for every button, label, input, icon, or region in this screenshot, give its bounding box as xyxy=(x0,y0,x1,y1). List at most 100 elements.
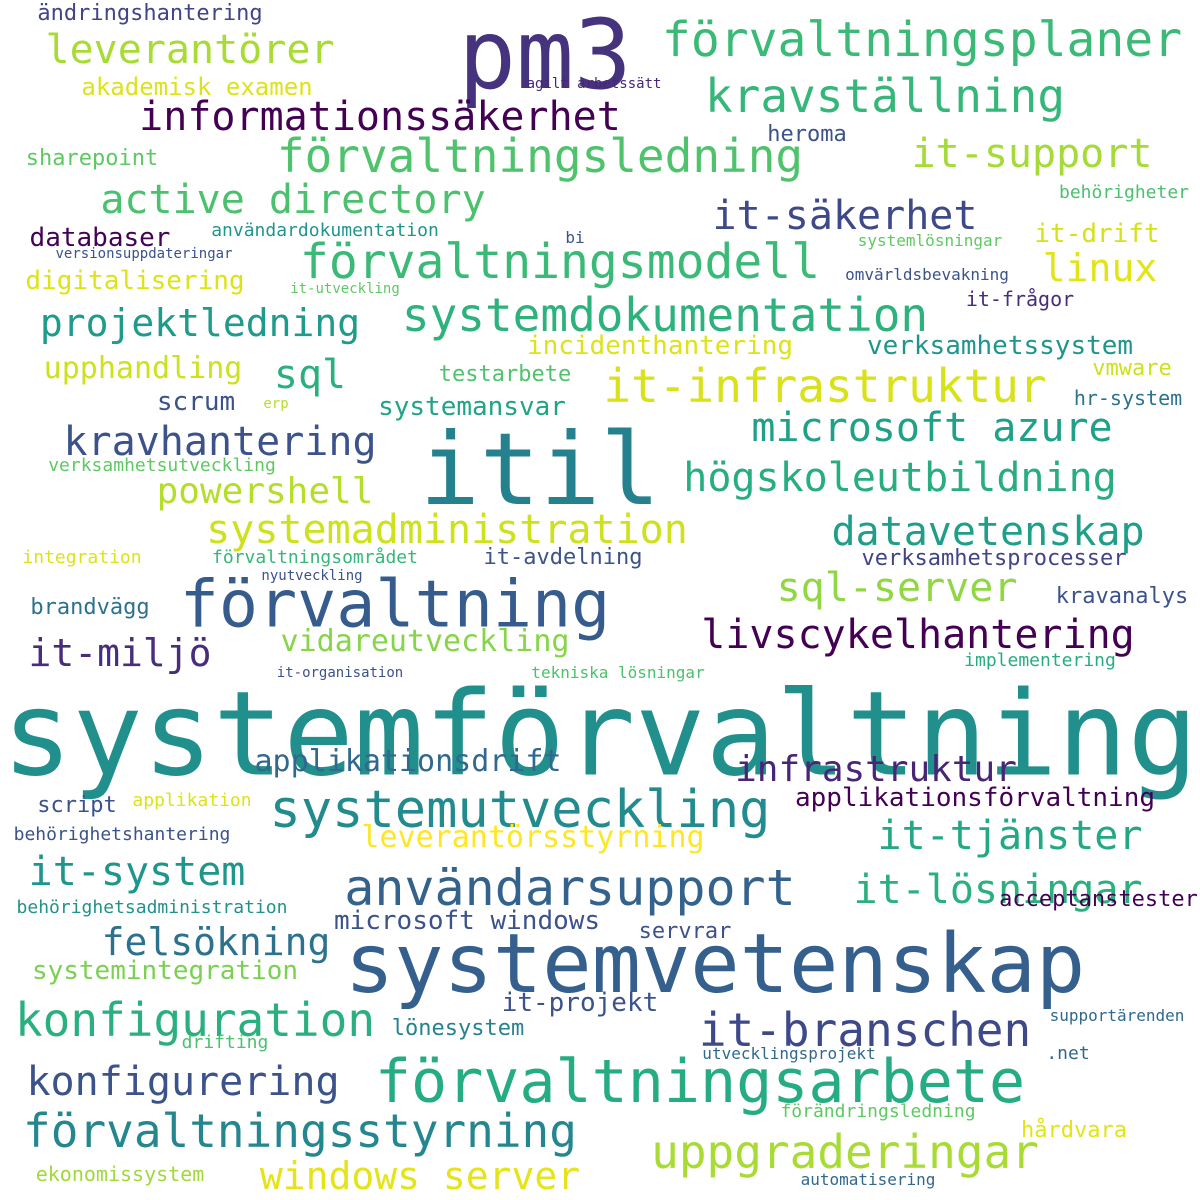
cloud-word: servrar xyxy=(638,919,732,944)
cloud-word: kravanalys xyxy=(1055,584,1189,609)
cloud-word: ekonomissystem xyxy=(35,1162,205,1186)
cloud-word: digitalisering xyxy=(25,266,245,296)
cloud-word: upphandling xyxy=(43,351,243,386)
cloud-word: it-system xyxy=(28,849,246,895)
cloud-word: högskoleutbildning xyxy=(683,455,1117,501)
cloud-word: microsoft azure xyxy=(751,405,1113,451)
cloud-word: it-drift xyxy=(1034,219,1160,249)
cloud-word: datavetenskap xyxy=(831,509,1145,555)
cloud-word: leverantörsstyrning xyxy=(361,820,705,855)
cloud-word: konfiguration xyxy=(14,993,376,1047)
cloud-word: automatisering xyxy=(800,1170,936,1189)
cloud-word: infrastruktur xyxy=(735,749,1017,790)
cloud-word: felsökning xyxy=(101,920,331,964)
cloud-word: databaser xyxy=(29,223,171,253)
cloud-word: informationssäkerhet xyxy=(139,94,621,140)
cloud-word: it-avdelning xyxy=(483,545,643,570)
cloud-word: active directory xyxy=(100,177,486,223)
cloud-word: drifting xyxy=(181,1032,269,1053)
cloud-word: itil xyxy=(419,411,661,528)
cloud-word: leverantörer xyxy=(45,27,335,73)
cloud-word: systemdokumentation xyxy=(401,288,929,342)
cloud-word: hårdvara xyxy=(1021,1118,1127,1143)
cloud-word: ändringshantering xyxy=(37,1,263,26)
cloud-word: applikationsdrift xyxy=(254,744,562,779)
cloud-word: supportärenden xyxy=(1049,1006,1185,1025)
cloud-word: bi xyxy=(565,228,585,247)
cloud-word: it-branschen xyxy=(698,1003,1032,1057)
cloud-word: it-frågor xyxy=(965,287,1075,311)
cloud-word: behörigheter xyxy=(1058,182,1190,203)
cloud-word: applikation xyxy=(132,790,252,811)
cloud-word: linux xyxy=(1042,246,1158,290)
cloud-word: systemlösningar xyxy=(857,231,1003,250)
cloud-word: förvaltningsarbete xyxy=(374,1047,1026,1117)
cloud-word: livscykelhantering xyxy=(701,612,1135,658)
cloud-word: verksamhetsutveckling xyxy=(48,455,276,476)
cloud-word: uppgraderingar xyxy=(651,1125,1039,1179)
cloud-word: brandvägg xyxy=(30,595,150,620)
cloud-word: förändringsledning xyxy=(780,1101,976,1122)
cloud-word: vmware xyxy=(1092,356,1172,381)
cloud-word: it-tjänster xyxy=(877,813,1143,859)
cloud-word: förvaltningsmodell xyxy=(299,234,821,290)
cloud-word: .net xyxy=(1046,1043,1090,1064)
cloud-word: tekniska lösningar xyxy=(531,663,705,682)
cloud-word: sql-server xyxy=(776,565,1018,611)
cloud-word: förvaltningsledning xyxy=(276,129,804,183)
cloud-word: användarsupport xyxy=(344,859,796,917)
cloud-word: projektledning xyxy=(39,301,361,345)
cloud-word: agilt arbetssätt xyxy=(526,76,662,92)
cloud-word: it-lösningar xyxy=(853,867,1143,913)
cloud-word: applikationsförvaltning xyxy=(794,783,1156,813)
cloud-word: användardokumentation xyxy=(211,220,439,241)
cloud-word: systemvetenskap xyxy=(344,917,1086,1012)
cloud-word: nyutveckling xyxy=(261,568,363,584)
cloud-word: it-projekt xyxy=(501,988,659,1018)
cloud-word: verksamhetsprocesser xyxy=(861,546,1127,571)
cloud-word: it-support xyxy=(911,131,1153,177)
cloud-word: kravhantering xyxy=(63,419,377,465)
cloud-word: microsoft windows xyxy=(333,906,601,936)
cloud-word: it-miljö xyxy=(28,631,212,675)
cloud-word: it-säkerhet xyxy=(712,193,978,239)
cloud-word: it-utveckling xyxy=(290,281,400,297)
cloud-word: behörighetsadministration xyxy=(16,897,288,918)
cloud-word: verksamhetssystem xyxy=(866,331,1134,361)
cloud-word: windows server xyxy=(259,1154,581,1198)
cloud-word: kravställning xyxy=(704,69,1066,123)
cloud-word: systemadministration xyxy=(206,507,688,553)
cloud-word: sharepoint xyxy=(25,146,159,171)
cloud-word: integration xyxy=(22,547,142,568)
cloud-word: behörighetshantering xyxy=(13,824,231,845)
cloud-word: incidenthantering xyxy=(526,331,794,361)
cloud-word: förvaltning xyxy=(179,567,611,643)
cloud-word: systemansvar xyxy=(378,392,566,422)
cloud-word: konfigurering xyxy=(26,1059,340,1105)
cloud-word: versionsuppdateringar xyxy=(55,246,233,262)
cloud-word: systemutveckling xyxy=(269,780,771,840)
cloud-word: hr-system xyxy=(1073,386,1183,410)
cloud-word: utvecklingsprojekt xyxy=(702,1044,876,1063)
cloud-word: acceptanstester xyxy=(999,887,1198,912)
cloud-word: it-infrastruktur xyxy=(603,359,1047,413)
cloud-word: it-organisation xyxy=(276,665,404,681)
cloud-word: vidareutveckling xyxy=(280,624,570,659)
cloud-word: powershell xyxy=(156,471,374,512)
cloud-word: förvaltningsstyrning xyxy=(23,1104,577,1158)
cloud-word: akademisk examen xyxy=(81,73,313,101)
cloud-word: erp xyxy=(263,396,289,412)
cloud-word: lönesystem xyxy=(391,1016,525,1041)
cloud-word: implementering xyxy=(964,650,1116,671)
cloud-word: systemförvaltning xyxy=(1,666,1199,803)
cloud-word: omvärldsbevakning xyxy=(845,265,1009,284)
cloud-word: scrum xyxy=(156,387,236,417)
cloud-word: systemintegration xyxy=(31,956,299,986)
cloud-word: testarbete xyxy=(438,362,572,387)
cloud-word: förvaltningsområdet xyxy=(212,547,418,568)
cloud-word: heroma xyxy=(767,122,847,147)
cloud-word: sql xyxy=(273,352,347,398)
cloud-word: script xyxy=(37,793,117,818)
cloud-word: förvaltningsplaner xyxy=(661,12,1183,68)
